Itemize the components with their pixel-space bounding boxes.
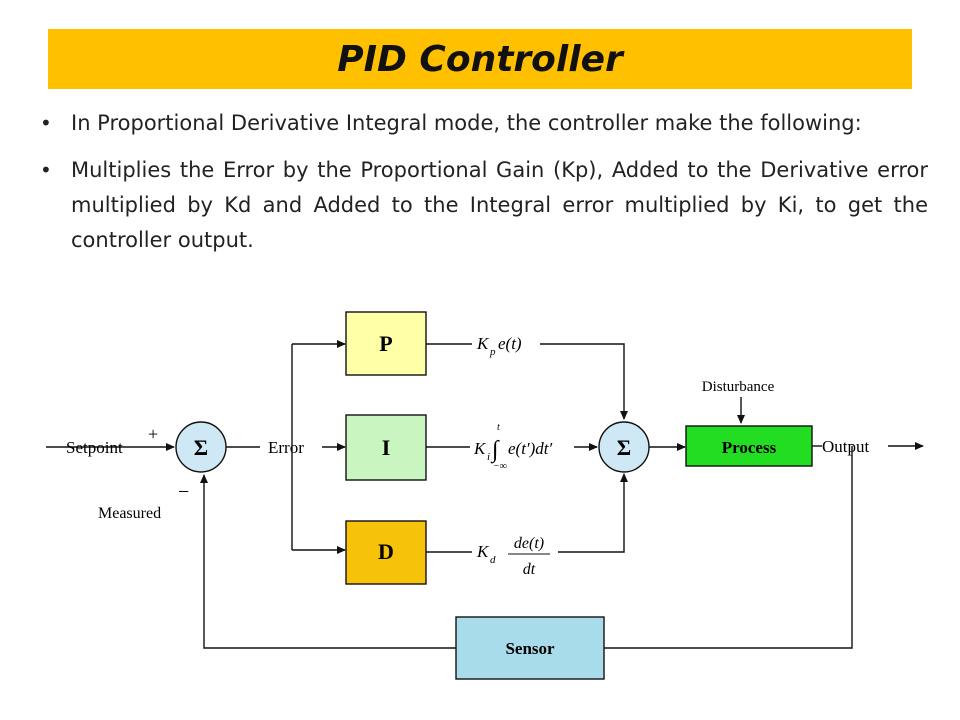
setpoint-label: Setpoint	[66, 438, 123, 457]
bullet-item: • In Proportional Derivative Integral mo…	[40, 106, 928, 141]
i-lower-limit: −∞	[493, 461, 507, 472]
i-integral-sign: ∫	[490, 437, 500, 464]
plus-sign: +	[148, 424, 158, 444]
feedback-return-line	[200, 474, 456, 649]
p-term-sub: p	[489, 346, 496, 358]
error-label: Error	[268, 438, 304, 457]
i-term-k: K	[473, 439, 487, 458]
i-block-label: I	[382, 435, 391, 460]
output-label: Output	[822, 437, 870, 456]
p-term-expr: e(t)	[498, 334, 522, 353]
p-block-label: P	[379, 331, 392, 356]
process-label: Process	[722, 438, 777, 457]
sensor-label: Sensor	[505, 639, 555, 658]
process-block	[685, 425, 813, 467]
feedback-out-line	[804, 446, 853, 649]
d-block	[345, 520, 427, 585]
minus-sign: −	[178, 481, 189, 503]
bullet-text: In Proportional Derivative Integral mode…	[71, 111, 862, 135]
d-term-numerator: de(t)	[514, 535, 544, 552]
d-out-line-b	[558, 473, 628, 553]
d-term-k: K	[476, 542, 490, 561]
disturbance-label: Disturbance	[702, 379, 775, 395]
bullet-icon: •	[40, 158, 52, 182]
i-upper-limit: t	[497, 422, 500, 433]
title-bar: PID Controller	[48, 29, 912, 89]
d-block-label: D	[378, 539, 394, 564]
p-out-line-b	[540, 343, 628, 420]
bullet-item: • Multiplies the Error by the Proportion…	[40, 153, 928, 258]
d-term-sub: d	[490, 554, 496, 566]
sum-symbol-2: Σ	[617, 435, 631, 460]
i-term-expr: e(t′)dt′	[508, 439, 553, 458]
i-term-sub: i	[487, 451, 490, 463]
p-term-k: K	[476, 334, 490, 353]
sensor-block	[455, 616, 605, 680]
bullet-text: Multiplies the Error by the Proportional…	[71, 158, 928, 252]
i-block	[345, 414, 427, 481]
pid-block-diagram: Setpoint + − Measured Σ Error P I D K p …	[46, 311, 924, 680]
measured-label: Measured	[98, 505, 161, 522]
d-term-denominator: dt	[523, 561, 536, 578]
bullet-icon: •	[40, 111, 52, 135]
slide-title: PID Controller	[337, 38, 623, 80]
bullet-list: • In Proportional Derivative Integral mo…	[40, 106, 928, 270]
sum-symbol-1: Σ	[194, 435, 208, 460]
